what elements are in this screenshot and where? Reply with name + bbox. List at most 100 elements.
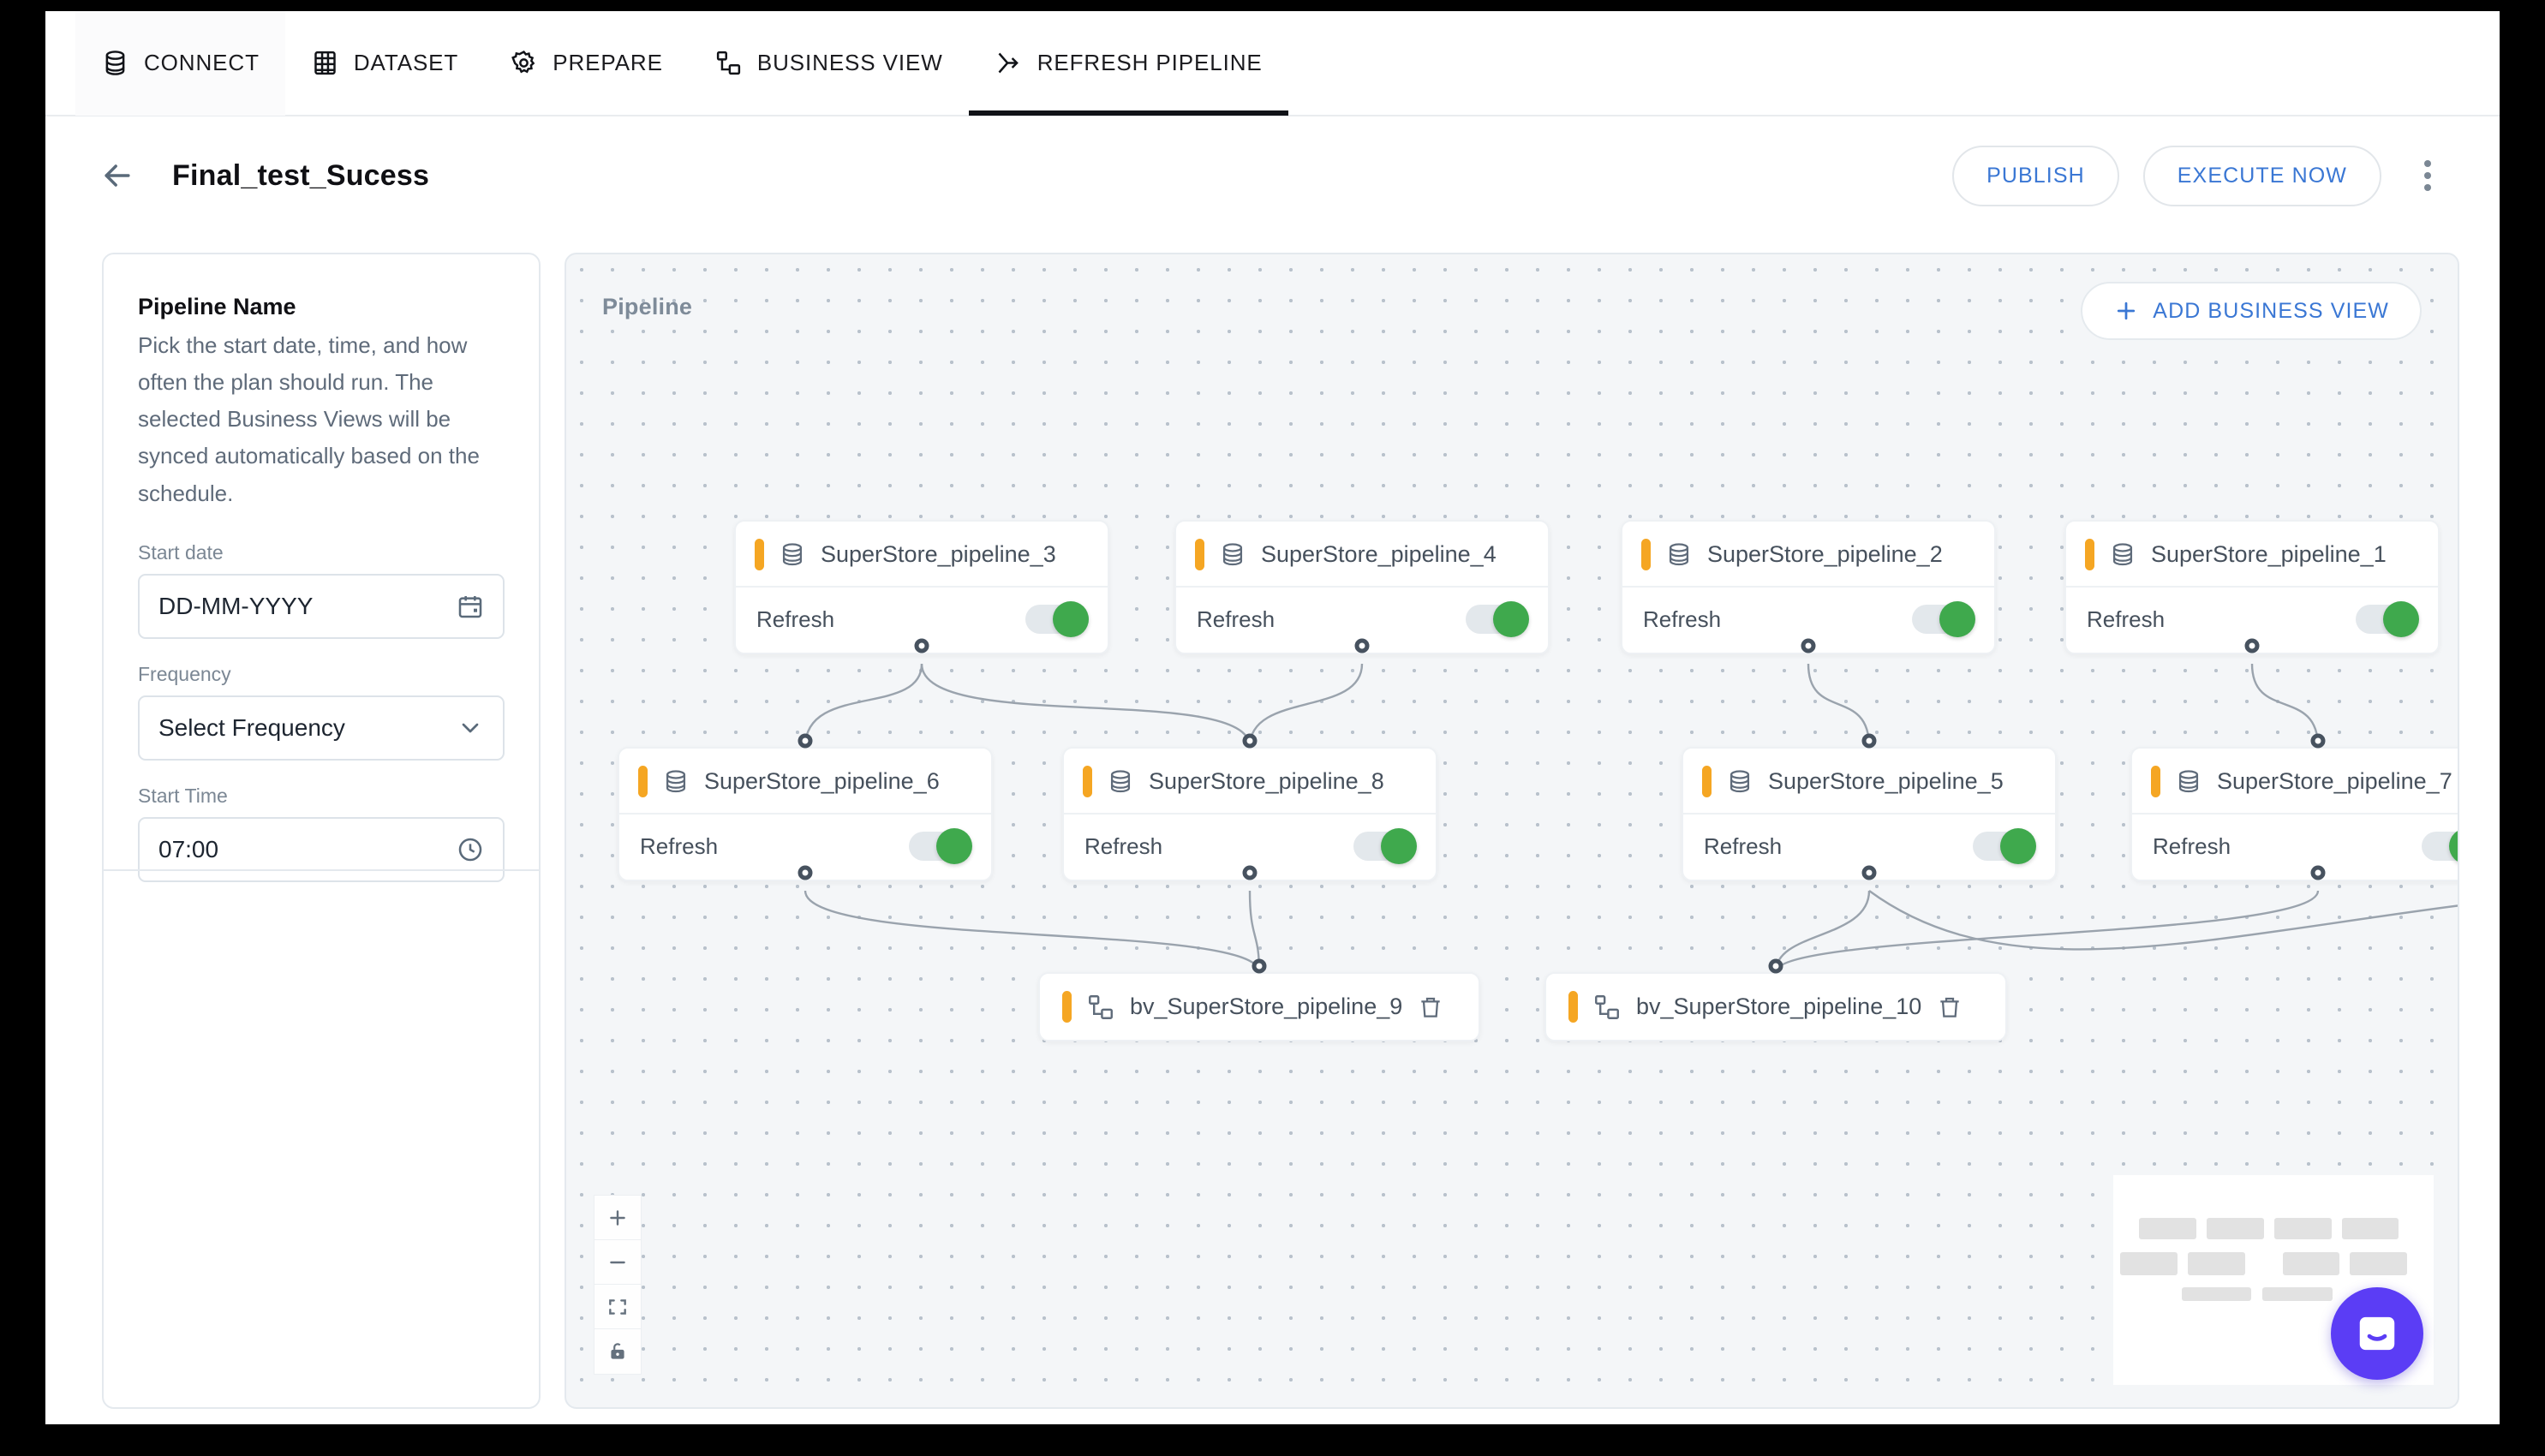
- node-title: SuperStore_pipeline_4: [1261, 541, 1497, 567]
- start-date-input[interactable]: DD-MM-YYYY: [138, 573, 505, 639]
- lock-button[interactable]: [594, 1329, 641, 1374]
- refresh-toggle[interactable]: [2356, 601, 2419, 637]
- node-header: SuperStore_pipeline_8: [1064, 749, 1436, 815]
- node-accent-bar: [1641, 539, 1651, 570]
- calendar-icon[interactable]: [457, 593, 484, 620]
- node-handle-bottom[interactable]: [2310, 865, 2326, 880]
- node-body: Refresh: [2066, 588, 2438, 653]
- node-accent-bar: [1568, 991, 1578, 1023]
- frequency-select[interactable]: Select Frequency: [138, 695, 505, 761]
- fit-view-icon: [609, 1298, 626, 1315]
- nav-item-connect[interactable]: CONNECT: [75, 11, 285, 116]
- database-icon: [2178, 769, 2199, 792]
- toggle-knob: [1053, 601, 1089, 637]
- nav-item-refresh-pipeline[interactable]: REFRESH PIPELINE: [968, 11, 1288, 116]
- fit-view-button[interactable]: [594, 1285, 641, 1329]
- start-time-input[interactable]: 07:00: [138, 816, 505, 882]
- start-date-label: Start date: [138, 540, 224, 564]
- node-handle-top[interactable]: [1242, 733, 1258, 749]
- pipeline-node[interactable]: SuperStore_pipeline_8 Refresh: [1062, 733, 1437, 881]
- trash-icon[interactable]: [1936, 994, 1963, 1021]
- pipeline-canvas[interactable]: Pipeline ADD BUSINESS VIEW: [565, 253, 2459, 1409]
- refresh-toggle[interactable]: [1353, 828, 1417, 864]
- minimap-node: [2182, 1287, 2251, 1301]
- node-title: SuperStore_pipeline_1: [2151, 541, 2387, 567]
- node-title: SuperStore_pipeline_5: [1768, 768, 2004, 794]
- node-body: Refresh: [1176, 588, 1548, 653]
- panel-title: Pipeline Name: [138, 294, 296, 319]
- database-icon: [105, 51, 125, 75]
- pipeline-node[interactable]: SuperStore_pipeline_2 Refresh: [1621, 520, 1996, 654]
- node-handle-bottom[interactable]: [914, 638, 929, 653]
- business-view-node[interactable]: bv_SuperStore_pipeline_10: [1544, 958, 2007, 1041]
- node-handle-top[interactable]: [1768, 958, 1783, 974]
- intercom-chat-button[interactable]: [2331, 1287, 2423, 1380]
- refresh-toggle[interactable]: [1025, 601, 1089, 637]
- start-date-value: DD-MM-YYYY: [158, 592, 314, 619]
- refresh-toggle[interactable]: [1912, 601, 1975, 637]
- refresh-toggle[interactable]: [909, 828, 972, 864]
- node-handle-top[interactable]: [2310, 733, 2326, 749]
- pipeline-node[interactable]: SuperStore_pipeline_4 Refresh: [1174, 520, 1550, 654]
- clock-icon[interactable]: [457, 836, 484, 863]
- minimap-node: [2207, 1218, 2264, 1239]
- node-handle-top[interactable]: [1861, 733, 1877, 749]
- database-icon: [1669, 542, 1689, 565]
- pipeline-node[interactable]: SuperStore_pipeline_3 Refresh: [734, 520, 1109, 654]
- node-handle-top[interactable]: [798, 733, 813, 749]
- trash-icon[interactable]: [1417, 994, 1444, 1021]
- intercom-chat-icon: [2359, 1316, 2395, 1351]
- nav-item-prepare[interactable]: PREPARE: [484, 11, 689, 116]
- pipeline-node[interactable]: SuperStore_pipeline_7 Refresh: [2130, 733, 2458, 881]
- minimap-node: [2188, 1252, 2245, 1275]
- minimap-node: [2274, 1218, 2332, 1239]
- node-handle-bottom[interactable]: [798, 865, 813, 880]
- top-navigation: CONNECT DATASET PREPARE BUSINESS VIEW: [45, 11, 2500, 116]
- nav-item-dataset[interactable]: DATASET: [285, 11, 484, 116]
- node-body: Refresh: [1683, 815, 2055, 880]
- schedule-panel: Pipeline Name Pick the start date, time,…: [102, 253, 541, 1409]
- node-header: SuperStore_pipeline_5: [1683, 749, 2055, 815]
- node-header: SuperStore_pipeline_1: [2066, 522, 2438, 588]
- back-arrow-icon[interactable]: [99, 157, 136, 194]
- node-title: bv_SuperStore_pipeline_9: [1130, 994, 1403, 1019]
- node-handle-bottom[interactable]: [2244, 638, 2260, 653]
- node-handle-top[interactable]: [1252, 958, 1267, 974]
- refresh-toggle[interactable]: [2422, 828, 2458, 864]
- app-window: CONNECT DATASET PREPARE BUSINESS VIEW: [45, 11, 2500, 1424]
- node-title: SuperStore_pipeline_6: [704, 768, 940, 794]
- execute-now-button[interactable]: EXECUTE NOW: [2142, 145, 2381, 206]
- node-body: Refresh: [619, 815, 991, 880]
- node-header: SuperStore_pipeline_2: [1622, 522, 1994, 588]
- database-icon: [2112, 542, 2133, 565]
- node-handle-bottom[interactable]: [1861, 865, 1877, 880]
- node-accent-bar: [1083, 766, 1092, 797]
- table-icon: [314, 51, 336, 75]
- toggle-knob: [1493, 601, 1529, 637]
- node-handle-bottom[interactable]: [1354, 638, 1370, 653]
- gear-icon: [511, 51, 535, 74]
- publish-button[interactable]: PUBLISH: [1952, 145, 2119, 206]
- chevron-down-icon[interactable]: [457, 714, 484, 742]
- canvas-controls: [594, 1195, 642, 1375]
- plus-icon: [2118, 301, 2136, 320]
- node-handle-bottom[interactable]: [1801, 638, 1816, 653]
- zoom-in-button[interactable]: [594, 1196, 641, 1240]
- node-header: SuperStore_pipeline_6: [619, 749, 991, 815]
- node-title: SuperStore_pipeline_7: [2217, 768, 2452, 794]
- more-vertical-icon[interactable]: [2404, 152, 2452, 200]
- toggle-knob: [1939, 601, 1975, 637]
- pipeline-node[interactable]: SuperStore_pipeline_5 Refresh: [1682, 733, 2057, 881]
- business-view-node[interactable]: bv_SuperStore_pipeline_9: [1038, 958, 1480, 1041]
- pipeline-node[interactable]: SuperStore_pipeline_1 Refresh: [2064, 520, 2440, 654]
- refresh-toggle[interactable]: [1973, 828, 2036, 864]
- refresh-toggle[interactable]: [1466, 601, 1529, 637]
- add-business-view-button[interactable]: ADD BUSINESS VIEW: [2081, 282, 2422, 340]
- zoom-out-button[interactable]: [594, 1240, 641, 1285]
- pipeline-node[interactable]: SuperStore_pipeline_6 Refresh: [618, 733, 993, 881]
- nav-label: DATASET: [353, 50, 459, 75]
- node-handle-bottom[interactable]: [1242, 865, 1258, 880]
- minimap[interactable]: [2113, 1175, 2434, 1385]
- nav-item-business-view[interactable]: BUSINESS VIEW: [689, 11, 969, 116]
- panel-description: Pick the start date, time, and how often…: [138, 332, 480, 506]
